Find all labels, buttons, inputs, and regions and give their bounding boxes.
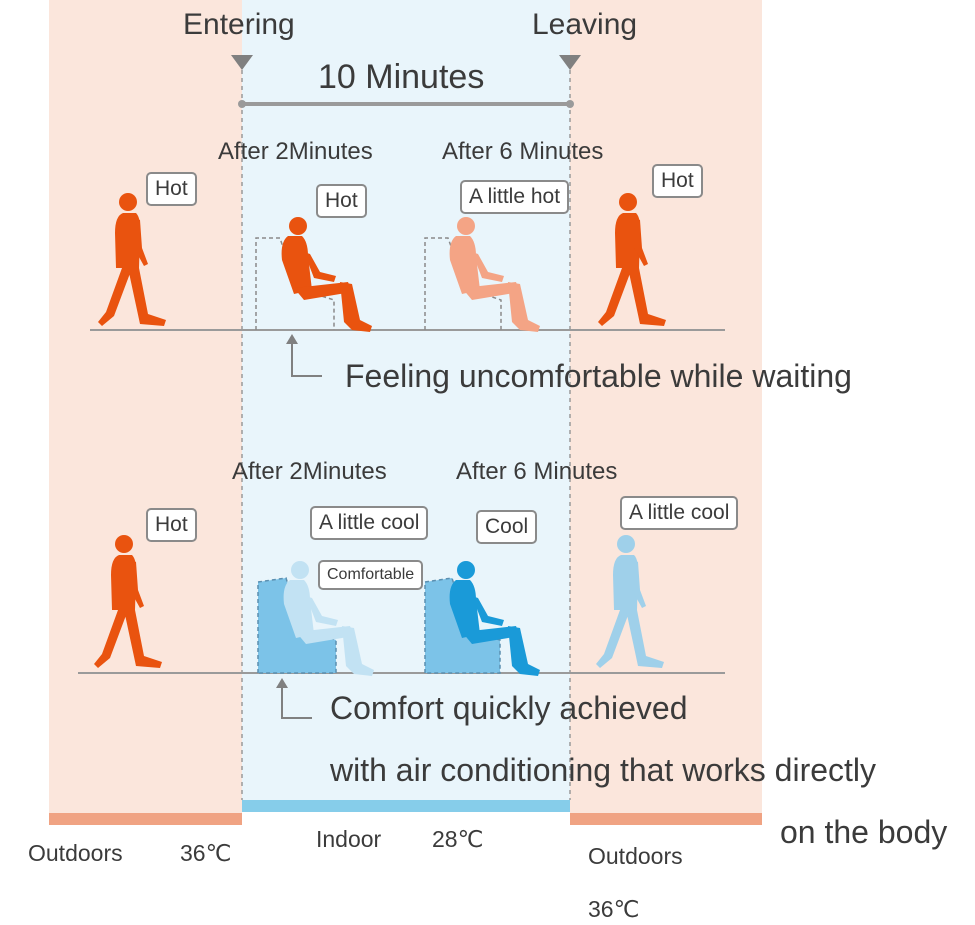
entering-marker	[231, 55, 253, 70]
bubble-bottom-after6: Cool	[476, 510, 538, 544]
walking-person-cool-right	[596, 535, 664, 668]
bubble-bottom-after2-a: A little cool	[310, 506, 429, 540]
bubble-top-outdoor-left: Hot	[146, 172, 197, 206]
outdoor-bar-right	[570, 813, 762, 825]
outdoor-bar-left	[49, 813, 242, 825]
bubble-top-after2: Hot	[316, 184, 367, 218]
outdoor-zone-left	[49, 0, 242, 820]
bottom-after6-label: After 6 Minutes	[456, 458, 618, 485]
seated-person-hot	[281, 217, 372, 332]
bubble-bottom-outdoor-right: A little cool	[620, 496, 739, 530]
outdoors-left-label: Outdoors	[28, 840, 123, 866]
outdoors-right-temp: 36℃	[588, 896, 640, 922]
indoor-temp: 28℃	[432, 826, 484, 852]
seated-person-warm	[449, 217, 540, 332]
caption-arrow-bottom	[281, 688, 312, 719]
bubble-bottom-outdoor-left: Hot	[146, 508, 197, 542]
bottom-caption-line1: Comfort quickly achieved	[330, 690, 688, 726]
bubble-top-outdoor-right: Hot	[652, 164, 703, 198]
bottom-after2-label: After 2Minutes	[232, 458, 387, 485]
outdoors-right-label: Outdoors	[588, 843, 683, 869]
entering-label: Entering	[183, 8, 295, 41]
indoor-label: Indoor	[316, 826, 382, 852]
outdoors-left-temp: 36℃	[180, 840, 232, 866]
caption-arrow-top	[291, 344, 322, 377]
top-caption: Feeling uncomfortable while waiting	[345, 358, 852, 394]
bubble-top-after6: A little hot	[460, 180, 570, 214]
bottom-caption-line2: with air conditioning that works directl…	[330, 752, 877, 788]
indoor-zone	[242, 0, 570, 810]
leaving-label: Leaving	[532, 8, 638, 41]
bottom-caption-line3: on the body	[780, 814, 948, 850]
top-after6-label: After 6 Minutes	[442, 138, 604, 165]
outdoor-zone-right	[570, 0, 762, 820]
indoor-bar	[242, 800, 570, 812]
bubble-bottom-after2-b: Comfortable	[318, 560, 424, 590]
walking-person-hot-left	[98, 193, 166, 326]
top-after2-label: After 2Minutes	[218, 138, 373, 165]
walking-person-hot-bottom-left	[94, 535, 162, 668]
leaving-marker	[559, 55, 581, 70]
duration-label: 10 Minutes	[318, 58, 485, 96]
walking-person-hot-right	[598, 193, 666, 326]
